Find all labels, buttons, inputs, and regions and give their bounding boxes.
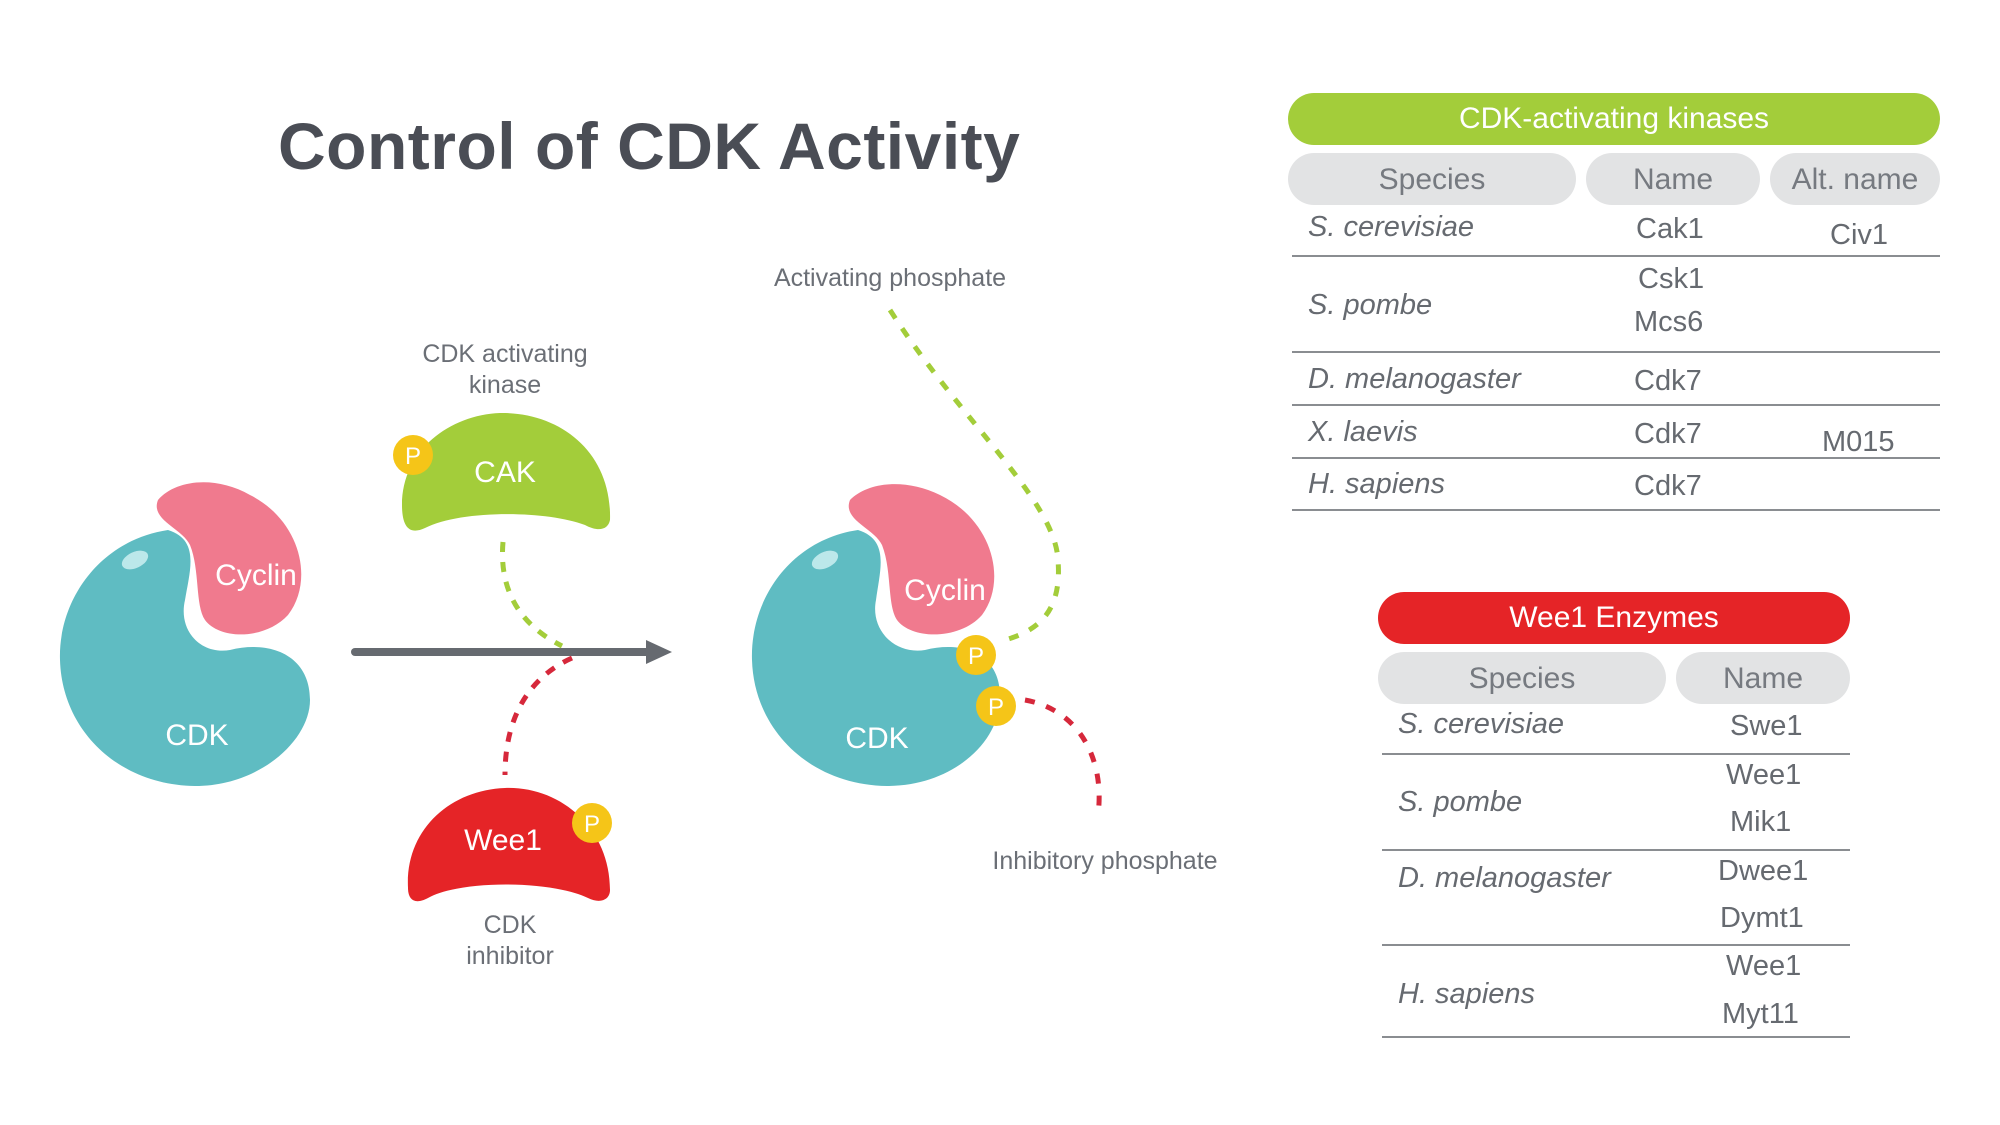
wee1-phosphate-symbol: P xyxy=(584,811,600,838)
wee1-col-species: Species xyxy=(1378,652,1666,704)
wee1-table: Wee1 Enzymes Species Name S. cerevisiae … xyxy=(1378,592,1850,1042)
wee1-row-2-species: S. pombe xyxy=(1398,786,1523,818)
cak-dashed-line xyxy=(500,541,564,649)
cak-label: CAK xyxy=(474,456,536,489)
cdk-control-diagram: CDK Cyclin CAK Wee1 CDK Cyclin P P P P xyxy=(59,308,1102,902)
activating-phosphate-label: Activating phosphate xyxy=(773,264,1007,292)
wee1-shape xyxy=(407,787,610,902)
wee1-caption: CDK inhibitor xyxy=(420,910,600,972)
cak-row-1-name: Cak1 xyxy=(1636,213,1704,245)
wee1-row-2-name-1: Wee1 xyxy=(1726,759,1802,791)
activating-phosphate-symbol: P xyxy=(968,643,984,670)
cak-row-1-species: S. cerevisiae xyxy=(1308,211,1475,243)
cak-row-5-species: H. sapiens xyxy=(1308,468,1446,500)
activating-phosphate-circle xyxy=(956,635,996,675)
left-cdk-label: CDK xyxy=(165,719,228,752)
right-cdk-highlight xyxy=(811,550,839,570)
wee1-row-divider xyxy=(1382,944,1850,946)
right-cyclin-shape xyxy=(848,484,995,635)
wee1-row-3-name-1: Dwee1 xyxy=(1718,855,1809,887)
cak-row-3-species: D. melanogaster xyxy=(1308,363,1521,395)
cak-phosphate-symbol: P xyxy=(405,443,421,470)
left-cyclin-label: Cyclin xyxy=(215,559,297,592)
cak-row-4-name: Cdk7 xyxy=(1634,418,1702,450)
cak-row-5-name: Cdk7 xyxy=(1634,470,1702,502)
wee1-table-header: Wee1 Enzymes xyxy=(1378,592,1850,644)
cak-row-divider xyxy=(1292,351,1940,353)
wee1-caption-line-2: inhibitor xyxy=(466,942,554,970)
activating-phosphate-line xyxy=(887,308,1061,643)
wee1-row-3-species: D. melanogaster xyxy=(1398,862,1611,894)
cak-row-3-name: Cdk7 xyxy=(1634,365,1702,397)
cak-row-divider xyxy=(1292,457,1940,459)
wee1-row-1-species: S. cerevisiae xyxy=(1398,708,1565,740)
wee1-row-4-species: H. sapiens xyxy=(1398,978,1536,1010)
left-cyclin-shape xyxy=(156,482,302,635)
wee1-row-4-name-1: Wee1 xyxy=(1726,950,1802,982)
cak-row-divider xyxy=(1292,404,1940,406)
right-cdk-label: CDK xyxy=(845,722,908,755)
cak-col-species: Species xyxy=(1288,153,1576,205)
cak-shape xyxy=(402,412,611,531)
cak-row-2-name-1: Csk1 xyxy=(1638,263,1705,295)
wee1-phosphate-circle xyxy=(572,803,612,843)
wee1-row-divider xyxy=(1382,1036,1850,1038)
cak-col-alt-name: Alt. name xyxy=(1770,153,1940,205)
inhibitory-phosphate-line xyxy=(1024,697,1102,816)
wee1-row-divider xyxy=(1382,849,1850,851)
cak-row-4-alt: M015 xyxy=(1822,426,1895,458)
activation-arrow-head xyxy=(646,640,672,664)
cak-table-header: CDK-activating kinases xyxy=(1288,93,1940,145)
cak-row-2-species: S. pombe xyxy=(1308,289,1433,321)
wee1-label: Wee1 xyxy=(464,824,542,857)
cak-row-1-alt: Civ1 xyxy=(1830,219,1889,251)
cak-caption-line-1: CDK activating xyxy=(422,340,588,368)
left-cdk-highlight xyxy=(121,550,149,570)
cak-phosphate-circle xyxy=(393,435,433,475)
cak-row-4-species: X. laevis xyxy=(1308,416,1418,448)
wee1-row-2-name-2: Mik1 xyxy=(1730,806,1792,838)
cak-table: CDK-activating kinases Species Name Alt.… xyxy=(1288,93,1940,523)
wee1-row-4-name-2: Myt11 xyxy=(1722,998,1799,1030)
cak-row-divider xyxy=(1292,509,1940,511)
cak-caption-line-2: kinase xyxy=(468,371,542,399)
inhibitory-phosphate-label: Inhibitory phosphate xyxy=(992,847,1218,875)
wee1-col-name: Name xyxy=(1676,652,1850,704)
cak-caption: CDK activating kinase xyxy=(380,339,630,401)
cak-col-name: Name xyxy=(1586,153,1760,205)
cak-row-divider xyxy=(1292,255,1940,257)
page-title: Control of CDK Activity xyxy=(278,109,1021,183)
cak-row-2-name-2: Mcs6 xyxy=(1634,306,1704,338)
wee1-row-1-name: Swe1 xyxy=(1730,710,1803,742)
inhibitory-phosphate-circle xyxy=(976,686,1016,726)
wee1-row-3-name-2: Dymt1 xyxy=(1720,902,1804,934)
right-cdk-shape xyxy=(751,530,1001,786)
wee1-dashed-line xyxy=(502,655,574,776)
right-cyclin-label: Cyclin xyxy=(904,574,986,607)
inhibitory-phosphate-symbol: P xyxy=(988,694,1004,721)
wee1-row-divider xyxy=(1382,753,1850,755)
wee1-caption-line-1: CDK xyxy=(483,911,537,939)
left-cdk-shape xyxy=(59,530,310,786)
